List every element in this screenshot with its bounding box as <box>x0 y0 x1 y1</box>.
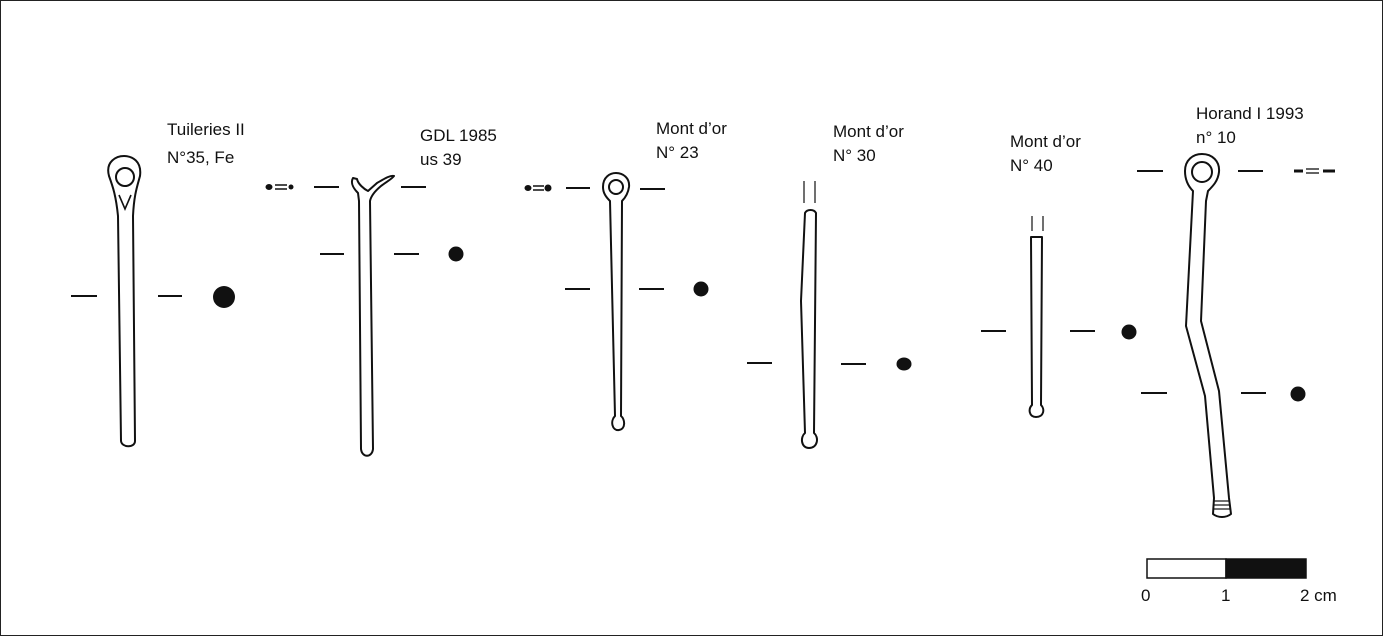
label-horand-line2: n° 10 <box>1196 128 1236 147</box>
label-horand-line1: Horand I 1993 <box>1196 104 1304 123</box>
label-tuileries-line1: Tuileries II <box>167 120 245 139</box>
label-montdor-40: Mont d’or N° 40 <box>1010 130 1081 178</box>
scale-bar <box>1146 558 1307 579</box>
pin-drawing-6 <box>1137 153 1335 518</box>
label-horand: Horand I 1993 n° 10 <box>1196 102 1304 150</box>
label-gdl-line2: us 39 <box>420 150 462 169</box>
label-montdor-23-line1: Mont d’or <box>656 119 727 138</box>
label-montdor-30-line2: N° 30 <box>833 146 876 165</box>
label-tuileries-line2: N°35, Fe <box>167 148 235 167</box>
pin-drawing-1 <box>71 155 235 448</box>
scale-tick-2: 2 cm <box>1300 586 1337 605</box>
label-montdor-30-line1: Mont d’or <box>833 122 904 141</box>
pin-drawing-5 <box>981 216 1137 418</box>
pin-drawing-2 <box>265 174 464 457</box>
label-montdor-23-line2: N° 23 <box>656 143 699 162</box>
pin-drawing-3 <box>524 172 709 432</box>
label-gdl-line1: GDL 1985 <box>420 126 497 145</box>
scale-tick-0: 0 <box>1141 586 1151 605</box>
scale-tick-1: 1 <box>1221 586 1231 605</box>
label-montdor-23: Mont d’or N° 23 <box>656 117 727 165</box>
label-montdor-30: Mont d’or N° 30 <box>833 120 904 168</box>
label-montdor-40-line1: Mont d’or <box>1010 132 1081 151</box>
label-montdor-40-line2: N° 40 <box>1010 156 1053 175</box>
pin-drawing-4 <box>747 181 912 449</box>
label-tuileries: Tuileries II N°35, Fe <box>167 116 245 172</box>
label-gdl: GDL 1985 us 39 <box>420 124 497 172</box>
